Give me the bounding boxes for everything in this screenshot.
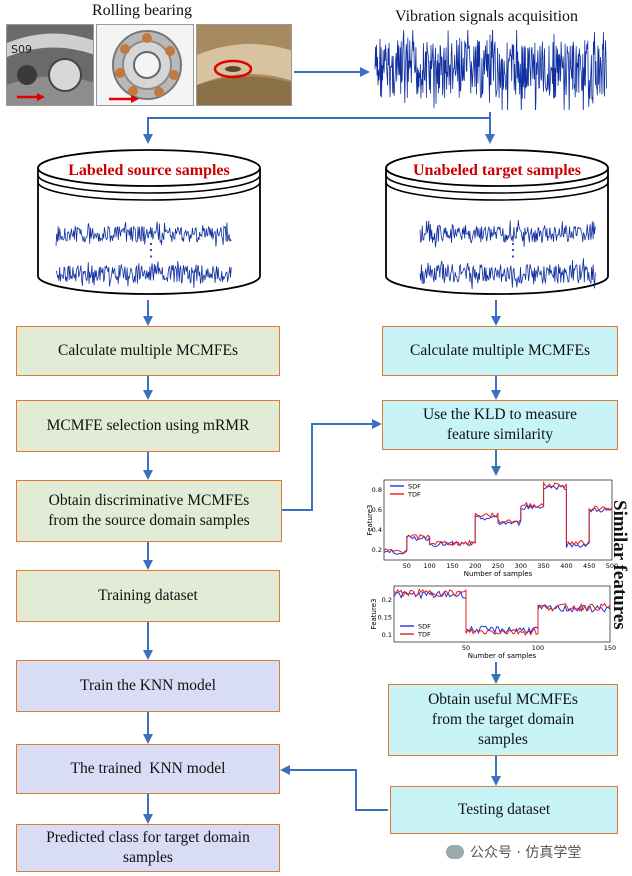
series-line-tdf xyxy=(383,480,613,554)
x-tick-label: 50 xyxy=(462,644,470,652)
predicted-line2: samples xyxy=(123,849,173,866)
right-calc-mcmfes-box: Calculate multiple MCMFEs xyxy=(382,326,618,376)
legend-label: SDF xyxy=(418,623,431,631)
vibration-signal-plot xyxy=(374,30,607,110)
x-tick-label: 500 xyxy=(606,562,618,570)
target-database xyxy=(385,149,609,295)
train-knn-box: Train the KNN model xyxy=(16,660,280,712)
predicted-class-box: Predicted class for target domain sample… xyxy=(16,824,280,872)
x-tick-label: 100 xyxy=(423,562,435,570)
series-line-sdf xyxy=(393,590,611,635)
watermark-text: 公众号 · 仿真学堂 xyxy=(470,845,582,861)
training-dataset-box: Training dataset xyxy=(16,570,280,622)
y-tick-label: 0.6 xyxy=(372,506,382,514)
signal-trace xyxy=(419,258,596,290)
source-dots: ⋮ xyxy=(142,240,160,260)
plot-frame xyxy=(393,585,611,643)
trained-knn-text: The trained KNN model xyxy=(70,760,226,777)
right-calc-mcmfes-text: Calculate multiple MCMFEs xyxy=(410,342,590,359)
mrmr-selection-box: MCMFE selection using mRMR xyxy=(16,400,280,452)
bearing-ball-image xyxy=(97,25,193,105)
left-calc-mcmfes-box: Calculate multiple MCMFEs xyxy=(16,326,280,376)
kld-line2: feature similarity xyxy=(446,426,554,443)
target-samples-label: Unabeled target samples xyxy=(413,162,581,179)
useful-line1: Obtain useful MCMFEs xyxy=(428,691,578,708)
testing-dataset-text: Testing dataset xyxy=(457,801,551,818)
signal-trace xyxy=(55,221,232,247)
x-tick-label: 400 xyxy=(560,562,572,570)
useful-mcmfes-box: Obtain useful MCMFEs from the target dom… xyxy=(388,684,618,756)
train-knn-text: Train the KNN model xyxy=(80,677,216,694)
kld-similarity-box: Use the KLD to measure feature similarit… xyxy=(382,400,618,450)
wechat-icon xyxy=(446,845,464,859)
y-tick-label: 0.2 xyxy=(382,596,392,604)
rolling-bearing-title: Rolling bearing xyxy=(92,2,192,19)
watermark: 公众号 · 仿真学堂 xyxy=(446,842,581,862)
legend-label: TDF xyxy=(407,491,421,499)
useful-line2: from the target domain xyxy=(431,711,575,728)
x-tick-label: 150 xyxy=(604,644,616,652)
predicted-line1: Predicted class for target domain xyxy=(46,829,250,846)
mrmr-selection-text: MCMFE selection using mRMR xyxy=(46,417,250,434)
training-dataset-text: Training dataset xyxy=(98,587,198,604)
target-dots: ⋮ xyxy=(504,240,522,260)
x-tick-label: 100 xyxy=(532,644,544,652)
source-samples-label: Labeled source samples xyxy=(68,162,230,179)
signal-trace xyxy=(55,261,232,289)
bearing-photo-outer-race: S09 xyxy=(6,24,94,106)
similar-features-label: Similar features xyxy=(609,500,630,630)
x-tick-label: 50 xyxy=(403,562,411,570)
x-axis-label: Number of samples xyxy=(464,570,533,578)
x-tick-label: 350 xyxy=(537,562,549,570)
kld-line1: Use the KLD to measure xyxy=(422,406,578,423)
discriminative-mcmfes-box: Obtain discriminative MCMFEs from the so… xyxy=(16,480,282,542)
bearing-inner-race-image xyxy=(197,25,291,105)
discriminative-line2: from the source domain samples xyxy=(48,512,250,529)
x-tick-label: 200 xyxy=(469,562,481,570)
series-line-sdf xyxy=(383,484,613,555)
y-tick-label: 0.4 xyxy=(372,526,382,534)
left-calc-mcmfes-text: Calculate multiple MCMFEs xyxy=(58,342,238,359)
useful-line3: samples xyxy=(478,731,528,748)
svg-text:S09: S09 xyxy=(11,43,32,56)
legend-label: SDF xyxy=(408,483,421,491)
y-tick-label: 0.2 xyxy=(372,546,382,554)
trained-knn-box: The trained KNN model xyxy=(16,744,280,794)
y-tick-label: 0.8 xyxy=(372,486,382,494)
vibration-title: Vibration signals acquisition xyxy=(395,8,579,25)
x-tick-label: 150 xyxy=(446,562,458,570)
y-tick-label: 0.15 xyxy=(378,614,392,622)
series-line-tdf xyxy=(393,588,611,636)
legend-label: TDF xyxy=(417,631,431,639)
feature-chart-top: 50 100 150 200 250 300 350 400 450 500 0.2 0.4 0.6 0.… xyxy=(366,479,618,578)
bearing-outer-race-image: S09 xyxy=(7,25,93,105)
x-tick-label: 300 xyxy=(515,562,527,570)
y-axis-label: Feature3 xyxy=(366,505,374,536)
y-tick-label: 0.1 xyxy=(382,631,392,639)
signal-trace xyxy=(374,30,607,110)
testing-dataset-box: Testing dataset xyxy=(390,786,618,834)
bearing-photo-ball xyxy=(96,24,194,106)
x-tick-label: 450 xyxy=(583,562,595,570)
signal-trace xyxy=(419,220,596,248)
x-axis-label: Number of samples xyxy=(468,652,537,660)
y-axis-label: Feature3 xyxy=(370,599,378,630)
source-database xyxy=(37,149,261,295)
x-tick-label: 250 xyxy=(492,562,504,570)
discriminative-line1: Obtain discriminative MCMFEs xyxy=(48,492,250,509)
bearing-photo-inner-race xyxy=(196,24,292,106)
